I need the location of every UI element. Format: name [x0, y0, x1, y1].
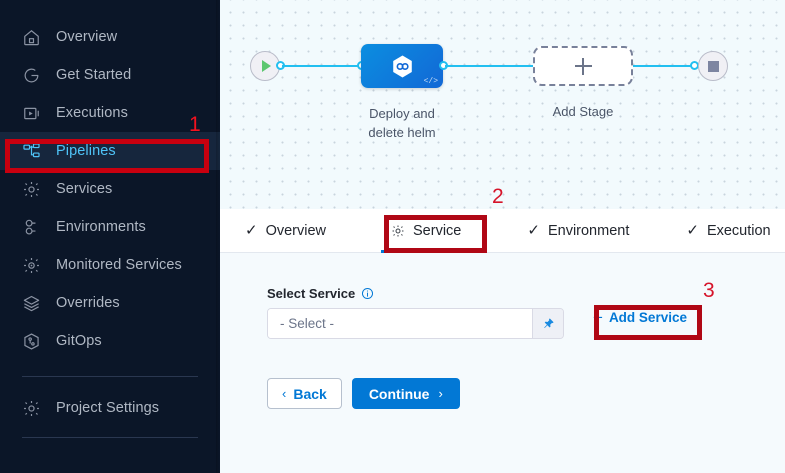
form-actions: ‹ Back Continue ›: [267, 378, 460, 409]
stop-icon: [707, 60, 719, 72]
layers-icon: [20, 292, 42, 314]
select-service-label: Select Service: [267, 286, 356, 301]
gear-icon: [20, 397, 42, 419]
main-content: </> Deploy and delete helm Add Stage: [220, 0, 785, 473]
sidebar-item-overrides[interactable]: Overrides: [0, 284, 220, 322]
select-service-control: - Select -: [267, 308, 564, 339]
chevron-right-icon: ›: [438, 386, 443, 401]
sidebar-item-label: Overview: [56, 29, 118, 45]
add-service-label: Add Service: [608, 310, 687, 325]
tab-label: Execution: [706, 222, 771, 239]
continue-button[interactable]: Continue ›: [351, 378, 460, 409]
pipeline-end-node[interactable]: [698, 51, 728, 81]
get-started-icon: [20, 64, 42, 86]
add-stage-button[interactable]: [533, 46, 633, 86]
pipeline-graph: </> Deploy and delete helm Add Stage: [220, 0, 785, 209]
continue-label: Continue: [368, 385, 430, 402]
connector-2: [445, 65, 535, 67]
sidebar-item-label: GitOps: [56, 333, 102, 349]
sidebar-item-get-started[interactable]: Get Started: [0, 56, 220, 94]
sidebar-item-label: Pipelines: [56, 143, 116, 159]
sidebar-item-services[interactable]: Services: [0, 170, 220, 208]
gear-icon: [391, 224, 405, 238]
info-icon[interactable]: [361, 287, 374, 300]
tab-execution[interactable]: ✓ Execution: [686, 209, 770, 253]
tab-label: Overview: [265, 222, 327, 239]
tab-label: Service: [413, 222, 462, 239]
sidebar-item-project-settings[interactable]: Project Settings: [0, 389, 220, 427]
home-icon: [20, 26, 42, 48]
pipeline-stage-label: Deploy and delete helm: [330, 104, 474, 142]
gitops-icon: [20, 330, 42, 352]
tab-service[interactable]: Service: [380, 209, 472, 253]
tab-label: Environment: [547, 222, 630, 239]
sidebar-divider: [22, 376, 198, 377]
back-label: Back: [293, 385, 327, 402]
plus-icon: +: [593, 308, 603, 327]
pin-button[interactable]: [532, 309, 563, 338]
pipeline-stage-node[interactable]: </>: [361, 44, 443, 88]
sidebar-item-environments[interactable]: Environments: [0, 208, 220, 246]
stage-label-line1: Deploy and: [369, 106, 435, 121]
back-button[interactable]: ‹ Back: [267, 378, 342, 409]
sidebar-item-pipelines[interactable]: Pipelines: [0, 132, 220, 170]
pipeline-canvas[interactable]: </> Deploy and delete helm Add Stage: [220, 0, 785, 209]
connector-3: [633, 65, 701, 67]
environments-icon: [20, 216, 42, 238]
select-service-label-group: Select Service: [267, 286, 374, 301]
sidebar-item-label: Environments: [56, 219, 146, 235]
sidebar-item-monitored-services[interactable]: Monitored Services: [0, 246, 220, 284]
sidebar: Overview Get Started Executions: [0, 0, 220, 473]
sidebar-item-label: Get Started: [56, 67, 132, 83]
tab-bar: ✓ Overview Service ✓ Environment ✓ Execu…: [220, 209, 785, 253]
check-icon: ✓: [527, 222, 540, 239]
pin-icon: [543, 318, 554, 328]
sidebar-item-executions[interactable]: Executions: [0, 94, 220, 132]
gear-icon: [20, 178, 42, 200]
check-icon: ✓: [245, 222, 258, 239]
pipelines-icon: [20, 140, 42, 162]
executions-icon: [20, 102, 42, 124]
connector-1: [282, 65, 364, 67]
sidebar-divider-bottom: [22, 437, 198, 438]
check-icon: ✓: [686, 222, 699, 239]
monitored-services-icon: [20, 254, 42, 276]
service-form: Select Service - Select -: [220, 253, 785, 473]
tab-environment[interactable]: ✓ Environment: [527, 209, 629, 253]
sidebar-item-label: Overrides: [56, 295, 120, 311]
sidebar-item-label: Executions: [56, 105, 128, 121]
play-icon: [261, 60, 271, 72]
select-service-input[interactable]: - Select -: [268, 309, 532, 338]
pipeline-start-node[interactable]: [250, 51, 280, 81]
add-service-button[interactable]: + Add Service: [593, 309, 687, 326]
add-stage-label: Add Stage: [552, 104, 614, 119]
code-badge: </>: [423, 77, 438, 86]
stage-label-line2: delete helm: [368, 125, 436, 140]
chain-hexagon-icon: [392, 55, 412, 77]
sidebar-edge-shadow: [216, 0, 220, 473]
sidebar-item-label: Monitored Services: [56, 257, 182, 273]
plus-icon-vertical: [581, 57, 585, 75]
tab-overview[interactable]: ✓ Overview: [245, 209, 326, 253]
chevron-left-icon: ‹: [282, 386, 287, 401]
sidebar-item-overview[interactable]: Overview: [0, 18, 220, 56]
sidebar-item-gitops[interactable]: GitOps: [0, 322, 220, 360]
sidebar-item-label: Project Settings: [56, 400, 160, 416]
sidebar-item-label: Services: [56, 181, 113, 197]
